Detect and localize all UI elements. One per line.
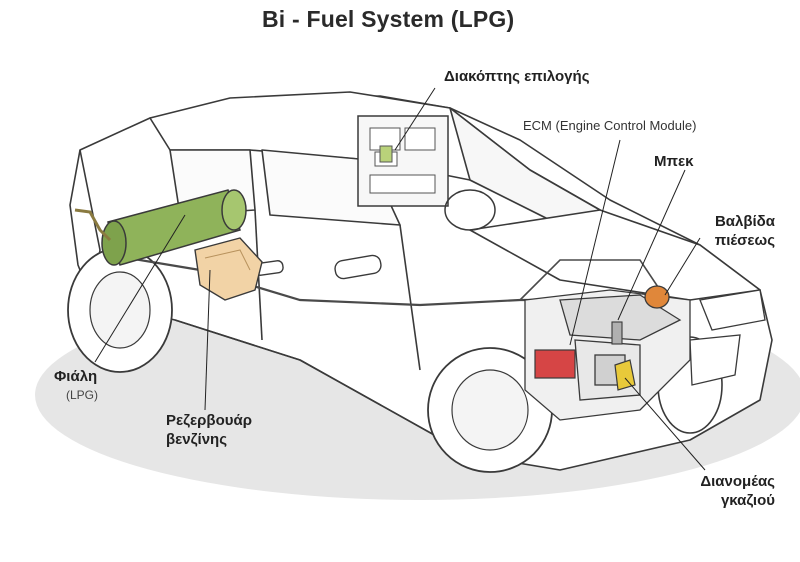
label-selector-switch: Διακόπτης επιλογής xyxy=(444,68,590,85)
pressure-valve xyxy=(644,285,670,309)
label-pressure-valve-line2: πιέσεως xyxy=(714,232,775,249)
leader-lines xyxy=(94,87,706,471)
label-pressure-valve-line1: Βαλβίδα xyxy=(714,213,775,230)
gas-distributor xyxy=(614,359,636,391)
label-petrol-tank-line1: Ρεζερβουάρ xyxy=(166,412,252,429)
front-wheel xyxy=(427,347,553,473)
label-gas-distributor-line1: Διανομέας xyxy=(700,473,775,490)
diagram-title: Bi - Fuel System (LPG) xyxy=(262,6,515,32)
injector xyxy=(611,321,623,345)
label-petrol-tank: Ρεζερβουάρ βενζίνης xyxy=(166,411,252,449)
filler-pipe xyxy=(74,208,112,242)
label-ecm: ECM (Engine Control Module) xyxy=(523,118,697,133)
label-injector: Μπεκ xyxy=(654,153,694,170)
ecm-module xyxy=(534,349,576,379)
door-handles xyxy=(254,254,382,280)
front-lights xyxy=(689,289,766,386)
steering-wheel xyxy=(444,189,496,231)
label-gas-distributor: Διανομέας γκαζιού xyxy=(680,472,775,510)
fuel-line-2 xyxy=(519,259,661,301)
label-cylinder-sub: (LPG) xyxy=(66,388,99,402)
label-cylinder: Φιάλη xyxy=(54,368,98,385)
lpg-cylinder xyxy=(101,189,247,266)
label-petrol-tank-line2: βενζίνης xyxy=(166,431,227,448)
selector-switch-inset xyxy=(357,115,449,207)
label-gas-distributor-line2: γκαζιού xyxy=(720,492,775,509)
rear-wheel xyxy=(67,247,173,373)
label-pressure-valve: Βαλβίδα πιέσεως xyxy=(680,212,775,250)
petrol-tank xyxy=(194,237,263,301)
